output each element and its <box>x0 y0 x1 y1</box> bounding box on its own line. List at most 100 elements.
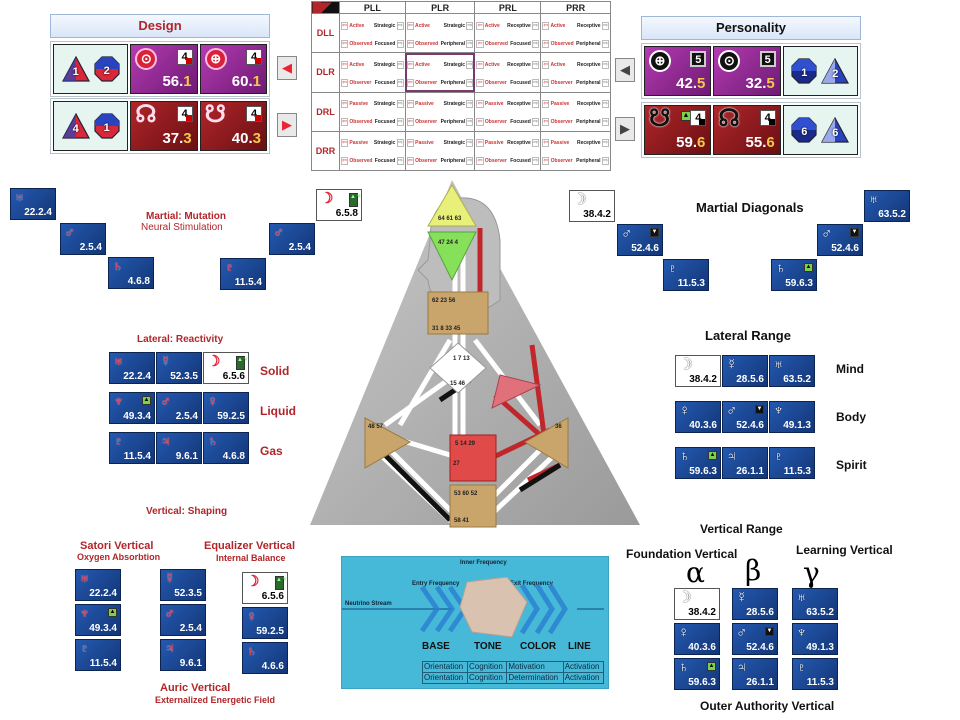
arrow-right-button[interactable]: ▶ <box>277 113 297 137</box>
planet-cell[interactable]: ☽38.4.2 <box>569 190 615 222</box>
planet-cell[interactable]: ♅22.2.4 <box>75 569 121 601</box>
planet-cell[interactable]: ♂▼52.4.6 <box>817 224 863 256</box>
planet-cell[interactable]: ♀59.2.5 <box>242 607 288 639</box>
planet-value: 26.1.1 <box>736 466 764 477</box>
planet-cell[interactable]: ♄▲59.6.3 <box>771 259 817 291</box>
planet-cell[interactable]: ♅22.2.4 <box>109 352 155 384</box>
arrow-icon: ⇦ <box>341 100 349 109</box>
cell-left: ⇦ Observer <box>476 76 507 87</box>
arrow-icon: ⇨ <box>466 78 474 87</box>
planet-cell[interactable]: ♆49.1.3 <box>792 623 838 655</box>
arrow-icon: ⇨ <box>466 118 474 127</box>
cell-left: ⇦ Observer <box>406 115 437 127</box>
planet-cell[interactable]: ☽▲▼6.5.6 <box>242 572 288 604</box>
moon-icon: ☽ <box>320 190 334 207</box>
planet-cell[interactable]: ♃9.6.1 <box>160 639 206 671</box>
row-label-mind: Mind <box>836 362 864 376</box>
planet-cell[interactable]: ♄▲59.6.3 <box>674 658 720 690</box>
planet-cell[interactable]: ♄4.6.8 <box>108 257 154 289</box>
planet-cell[interactable]: ☽38.4.2 <box>674 588 720 620</box>
planet-cell[interactable]: ♆▲49.3.4 <box>109 392 155 424</box>
gate-value: 37.3 <box>162 130 192 147</box>
planet-cell[interactable]: ♂▼52.4.6 <box>617 224 663 256</box>
arrow-right-button[interactable]: ▶ <box>615 117 635 141</box>
planet-cell[interactable]: ♇11.5.3 <box>769 447 815 479</box>
moon-icon: ☽ <box>678 589 692 606</box>
planet-cell[interactable]: ♆▲49.3.4 <box>75 604 121 636</box>
planet-cell[interactable]: ♂▼52.4.6 <box>722 401 768 433</box>
cell-label: Observed <box>549 40 574 47</box>
planet-cell[interactable]: ♂▼52.4.6 <box>732 623 778 655</box>
cell-right: Focused ⇨ <box>510 115 540 127</box>
planet-cell[interactable]: ☽▲▼6.5.6 <box>203 352 249 384</box>
planet-cell[interactable]: ♇11.5.4 <box>220 258 266 290</box>
cell-left: ⇦ Passive <box>406 136 434 148</box>
planet-cell[interactable]: ♇11.5.3 <box>792 658 838 690</box>
planet-cell[interactable]: ♀59.2.5 <box>203 392 249 424</box>
planet-cell[interactable]: ♃9.6.1 <box>156 432 202 464</box>
planet-cell[interactable]: ♃26.1.1 <box>722 447 768 479</box>
cell-left: ⇦ Active <box>476 19 500 30</box>
row-label-liquid: Liquid <box>260 404 296 418</box>
arrow-left-button[interactable]: ◀ <box>277 56 297 80</box>
arrow-left-button[interactable]: ◀ <box>615 58 635 82</box>
planet-cell[interactable]: ♄4.6.8 <box>203 432 249 464</box>
arrow-icon: ⇦ <box>476 157 484 166</box>
planet-cell[interactable]: ♅63.5.2 <box>864 190 910 222</box>
planet-cell[interactable]: ♀40.3.6 <box>674 623 720 655</box>
planet-cell[interactable]: ☽38.4.2 <box>675 355 721 387</box>
planet-cell[interactable]: ♄4.6.6 <box>242 642 288 674</box>
planet-cell[interactable]: ♂2.5.4 <box>160 604 206 636</box>
planet-cell[interactable]: ♀40.3.6 <box>675 401 721 433</box>
planet-cell[interactable]: ☿28.5.6 <box>722 355 768 387</box>
planet-cell[interactable]: ☿52.3.5 <box>160 569 206 601</box>
planet-cell[interactable]: ♃26.1.1 <box>732 658 778 690</box>
planet-cell[interactable]: ♇11.5.3 <box>663 259 709 291</box>
cell-label: Peripheral <box>576 119 602 126</box>
planet-cell[interactable]: ♂2.5.4 <box>269 223 315 255</box>
planet-cell[interactable]: ♇11.5.4 <box>75 639 121 671</box>
planet-cell[interactable]: ♇11.5.4 <box>109 432 155 464</box>
planet-cell[interactable]: ☽▲▼6.5.8 <box>316 189 362 221</box>
planet-cell[interactable]: ☿28.5.6 <box>732 588 778 620</box>
planet-cell[interactable]: ♂2.5.4 <box>156 392 202 424</box>
venus-icon: ♀ <box>678 624 690 641</box>
planet-cell[interactable]: ☿52.3.5 <box>156 352 202 384</box>
planet-cell[interactable]: ♅22.2.4 <box>10 188 56 220</box>
planet-cell[interactable]: ♅63.5.2 <box>769 355 815 387</box>
planet-cell[interactable]: ♅63.5.2 <box>792 588 838 620</box>
planet-cell[interactable]: ♂2.5.4 <box>60 223 106 255</box>
planet-cell[interactable]: ♆49.1.3 <box>769 401 815 433</box>
planet-cell[interactable]: ♄▲59.6.3 <box>675 447 721 479</box>
arrow-icon: ⇦ <box>476 60 484 69</box>
mars-icon: ♂ <box>160 393 172 410</box>
planet-value: 59.6.3 <box>689 466 717 477</box>
pluto-icon: ♇ <box>773 448 785 465</box>
